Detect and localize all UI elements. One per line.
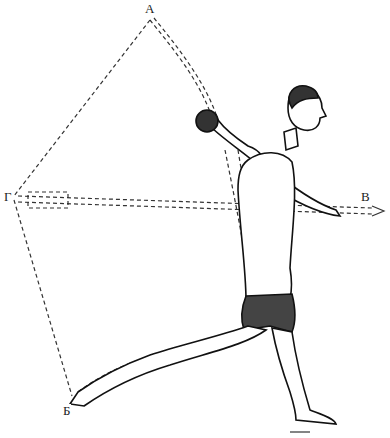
point-label: Б: [62, 404, 71, 418]
arrow-head: [372, 206, 384, 216]
athlete-figure: [70, 86, 340, 424]
ground-mark: [290, 431, 310, 432]
point-label: Г: [3, 190, 13, 204]
back-leg: [70, 326, 266, 406]
force-lines: [14, 18, 372, 396]
neck: [284, 128, 298, 150]
dashed-frame: [28, 192, 68, 208]
hair: [289, 86, 318, 108]
dashed-line: [154, 18, 218, 120]
dashed-line: [14, 200, 72, 396]
point-label: A: [144, 2, 155, 16]
torso: [238, 153, 295, 300]
shot-ball: [196, 110, 218, 132]
front-leg: [272, 328, 336, 424]
dashed-line: [150, 20, 212, 118]
point-label: В: [360, 190, 371, 204]
dashed-line: [14, 20, 150, 196]
